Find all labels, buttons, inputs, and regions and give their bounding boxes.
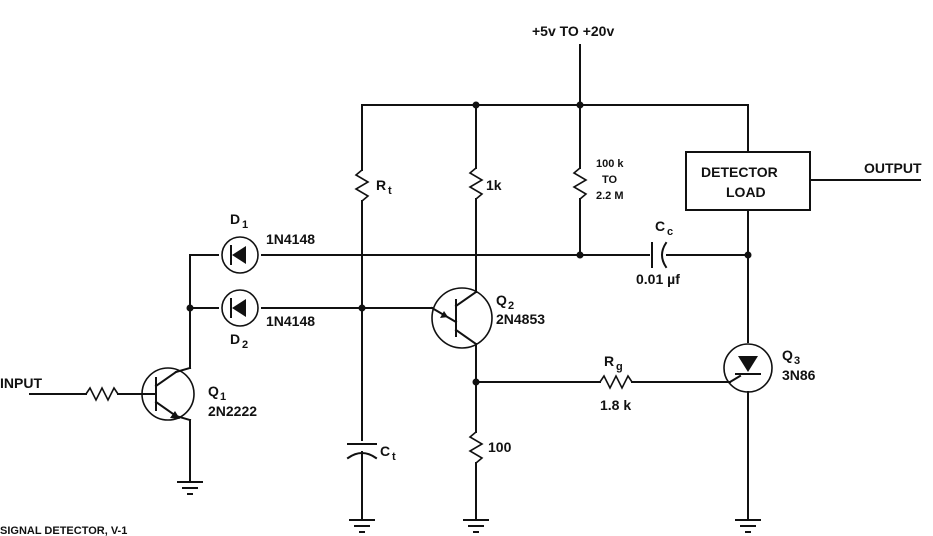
detector-load-line2: LOAD: [726, 184, 766, 200]
rg-sub: g: [616, 361, 623, 373]
supply-voltage-label: +5v TO +20v: [532, 23, 614, 39]
resistor-1k: [468, 104, 484, 293]
ct-name: C: [380, 443, 390, 459]
transistor-q2: [430, 287, 493, 433]
detector-load-box: [685, 104, 921, 256]
transistor-q1: [141, 254, 203, 495]
q2-part: 2N4853: [496, 311, 545, 327]
q1-sub: 1: [220, 391, 226, 403]
capacitor-cc: [650, 241, 668, 269]
d1-part: 1N4148: [266, 231, 315, 247]
caption: SIGNAL DETECTOR, V-1: [0, 525, 127, 536]
cc-value: 0.01 µf: [636, 271, 680, 287]
capacitor-ct: [346, 443, 378, 533]
resistor-100: [463, 431, 489, 533]
r-1k-label: 1k: [486, 177, 502, 193]
diode-d1: [189, 236, 752, 274]
q2-name: Q: [496, 292, 507, 308]
supply-rail: [361, 44, 749, 109]
q1-part: 2N2222: [208, 403, 257, 419]
resistor-rg: [475, 374, 731, 390]
ct-sub: t: [392, 451, 396, 463]
r-100-label: 100: [488, 439, 512, 455]
q2-sub: 2: [508, 300, 514, 312]
rt-sub: t: [388, 185, 392, 197]
input-label: INPUT: [0, 375, 42, 391]
r-load-line1: 100 k: [596, 158, 624, 170]
q3-name: Q: [782, 347, 793, 363]
q3-part: 3N86: [782, 367, 816, 383]
rg-value: 1.8 k: [600, 397, 631, 413]
rg-name: R: [604, 353, 614, 369]
d1-sub: 1: [242, 219, 248, 231]
detector-load-line1: DETECTOR: [701, 164, 778, 180]
r-load-line3: 2.2 M: [596, 190, 624, 202]
q1-name: Q: [208, 383, 219, 399]
cc-sub: c: [667, 226, 673, 238]
d1-name: D: [230, 211, 240, 227]
d2-name: D: [230, 331, 240, 347]
input-resistor: [29, 386, 157, 402]
resistor-100k: [572, 104, 588, 256]
output-label: OUTPUT: [864, 160, 922, 176]
resistor-rt: [354, 104, 370, 441]
r-load-line2: TO: [602, 174, 618, 186]
transistor-q3: [723, 254, 773, 533]
d2-part: 1N4148: [266, 313, 315, 329]
rt-name: R: [376, 177, 386, 193]
q3-sub: 3: [794, 355, 800, 367]
cc-name: C: [655, 218, 665, 234]
d2-sub: 2: [242, 339, 248, 351]
